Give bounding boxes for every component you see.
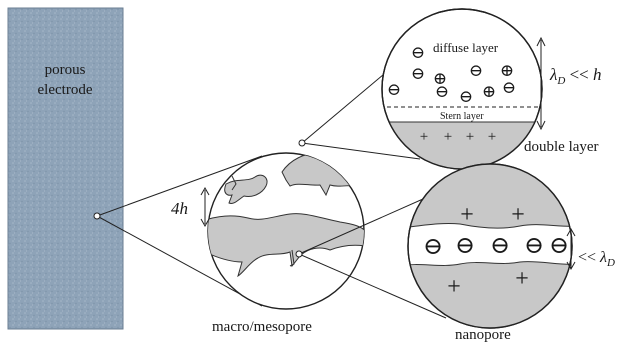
- zoom-line-dl-lower: [301, 142, 421, 160]
- zoom-line-upper: [96, 155, 263, 217]
- nanopore-view: ++ ++ ⊖⊖⊖⊖⊖: [407, 163, 573, 329]
- porous-electrode: [7, 7, 124, 330]
- zoom-line-dl-upper: [301, 63, 397, 144]
- nano-top-charge-0: +: [460, 202, 474, 228]
- macro-caption: macro/mesopore: [212, 319, 312, 335]
- dl-ion-6: ⊕: [500, 61, 514, 80]
- nano-bottom-charge-0: +: [447, 274, 461, 300]
- dl-ion-3: ⊖: [411, 64, 425, 83]
- double-layer-caption: double layer: [524, 139, 599, 155]
- stern-layer-label: Stern layer: [440, 111, 484, 122]
- zoom-line-nano-upper: [298, 194, 433, 255]
- dl-ion-9: ⊕: [482, 82, 496, 101]
- nanopore-lower-wall: [408, 261, 572, 328]
- nano-relation-label: << λD: [578, 249, 615, 269]
- dl-ion-5: ⊖: [435, 82, 449, 101]
- dl-ion-8: ⊖: [459, 87, 473, 106]
- dl-ion-4: ⊕: [433, 69, 447, 88]
- diffuse-layer-label: diffuse layer: [433, 40, 499, 55]
- surface-charge-1: +: [444, 129, 452, 145]
- nano-ion-1: ⊖: [455, 233, 475, 259]
- electrode-zoom-point: [93, 212, 101, 220]
- dl-ion-1: ⊖: [469, 61, 483, 80]
- surface-charge-2: +: [466, 129, 474, 145]
- nano-ion-0: ⊖: [423, 234, 443, 260]
- dl-relation-label: λD << h: [549, 65, 602, 87]
- nano-top-charge-1: +: [511, 202, 525, 228]
- spacing-label: 4h: [171, 199, 188, 218]
- nano-bottom-charge-1: +: [515, 266, 529, 292]
- dl-ion-2: ⊖: [387, 80, 401, 99]
- nano-ion-4: ⊖: [549, 233, 569, 259]
- zoom-line-nano-lower: [298, 253, 447, 319]
- nano-ion-3: ⊖: [524, 233, 544, 259]
- dl-ion-0: ⊖: [411, 43, 425, 62]
- surface-charge-3: +: [488, 129, 496, 145]
- double-layer-view: diffuse layer Stern layer ⊖⊖⊖⊖⊕⊖⊕⊖⊖⊕ +++…: [381, 8, 543, 170]
- nanopore-caption: nanopore: [455, 327, 511, 343]
- nano-ion-2: ⊖: [490, 233, 510, 259]
- nano-zoom-point: [295, 250, 303, 258]
- electrode-label-line1: porous: [45, 62, 86, 78]
- dl-zoom-point: [298, 139, 306, 147]
- macro-pore-view: [207, 152, 365, 310]
- electrode-label-line2: electrode: [38, 82, 93, 98]
- dl-ion-7: ⊖: [502, 78, 516, 97]
- zoom-line-lower: [96, 215, 263, 307]
- surface-charge-0: +: [420, 129, 428, 145]
- pore-lower: [208, 213, 364, 278]
